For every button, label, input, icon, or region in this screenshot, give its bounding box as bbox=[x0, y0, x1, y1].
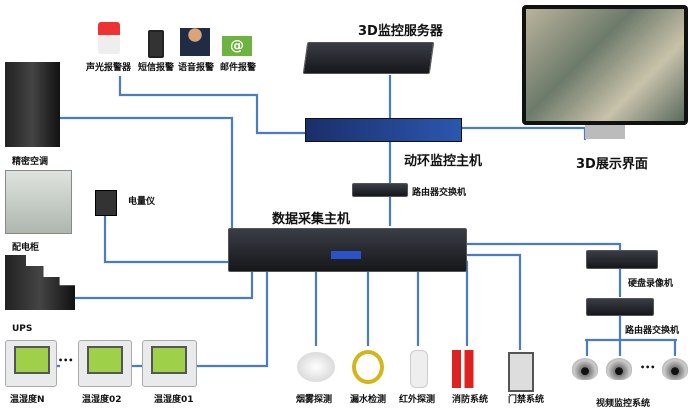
alarm-label: 邮件报警 bbox=[220, 63, 257, 73]
line-sensors-collector bbox=[195, 270, 269, 368]
power-cabinet bbox=[5, 170, 72, 234]
ellipsis: ••• bbox=[58, 356, 74, 365]
device-label: 门禁系统 bbox=[508, 395, 545, 405]
meter-label: 电量仪 bbox=[128, 197, 156, 207]
line-display-host bbox=[460, 126, 587, 140]
alarm-label: 声光报警器 bbox=[86, 63, 132, 73]
infrared-detector-icon bbox=[410, 350, 428, 388]
line-ac-collector bbox=[57, 116, 234, 245]
sensor-label: 温湿度02 bbox=[82, 395, 122, 405]
video-router-switch bbox=[586, 298, 654, 316]
sensor-label: 温湿度01 bbox=[154, 395, 194, 405]
power-meter bbox=[95, 190, 117, 216]
precision-ac-unit bbox=[5, 62, 60, 147]
sensor-label: 温湿度N bbox=[10, 395, 45, 405]
camera-icon bbox=[662, 358, 688, 380]
3d-display-monitor bbox=[522, 5, 688, 125]
power-cabinet-label: 配电柜 bbox=[12, 243, 40, 253]
collector-label: 数据采集主机 bbox=[272, 212, 351, 227]
video-router-label: 路由器交换机 bbox=[625, 326, 680, 336]
display-label: 3D展示界面 bbox=[576, 157, 648, 172]
router-label: 路由器交换机 bbox=[412, 188, 467, 198]
person-calling-icon bbox=[180, 28, 210, 56]
env-host-label: 动环监控主机 bbox=[404, 154, 483, 169]
router-switch bbox=[352, 183, 408, 197]
temp-humidity-sensor bbox=[78, 340, 132, 387]
device-label: 烟雾探测 bbox=[296, 395, 333, 405]
ups-label: UPS bbox=[12, 324, 33, 334]
phone-icon bbox=[148, 30, 164, 58]
email-icon: @ bbox=[222, 36, 252, 56]
3d-monitoring-server bbox=[302, 42, 435, 74]
camera-icon bbox=[572, 358, 598, 380]
lcd-screen bbox=[331, 251, 361, 259]
temp-humidity-sensor bbox=[142, 340, 197, 387]
line-ups-collector bbox=[75, 270, 254, 300]
monitor-stand bbox=[585, 125, 625, 139]
alarm-label: 语音报警 bbox=[178, 63, 215, 73]
device-label: 红外探测 bbox=[399, 395, 436, 405]
dvr-label: 硬盘录像机 bbox=[628, 279, 674, 289]
line-router-cams bbox=[585, 316, 677, 356]
data-collection-host bbox=[228, 228, 467, 272]
server-label: 3D监控服务器 bbox=[358, 24, 443, 39]
line-meter-collector bbox=[103, 216, 229, 264]
line-access bbox=[465, 253, 522, 350]
access-control-icon bbox=[508, 352, 534, 392]
alarm-label: 短信报警 bbox=[138, 63, 175, 73]
line-collector-dvr bbox=[465, 242, 622, 250]
camera-icon bbox=[606, 358, 632, 380]
fire-system-icon bbox=[452, 350, 488, 388]
water-leak-sensor-icon bbox=[352, 350, 384, 384]
temp-humidity-sensor bbox=[5, 340, 57, 387]
ellipsis: ••• bbox=[640, 363, 656, 372]
siren-icon bbox=[98, 22, 120, 54]
device-label: 消防系统 bbox=[452, 395, 489, 405]
env-monitoring-host bbox=[305, 118, 462, 142]
line-alarm-host bbox=[118, 76, 305, 135]
ac-label: 精密空调 bbox=[12, 157, 49, 167]
device-label: 漏水检测 bbox=[350, 395, 387, 405]
line-fire bbox=[465, 260, 469, 346]
video-system-label: 视频监控系统 bbox=[596, 399, 651, 409]
smoke-detector-icon bbox=[297, 352, 335, 382]
dvr-recorder bbox=[586, 250, 658, 269]
